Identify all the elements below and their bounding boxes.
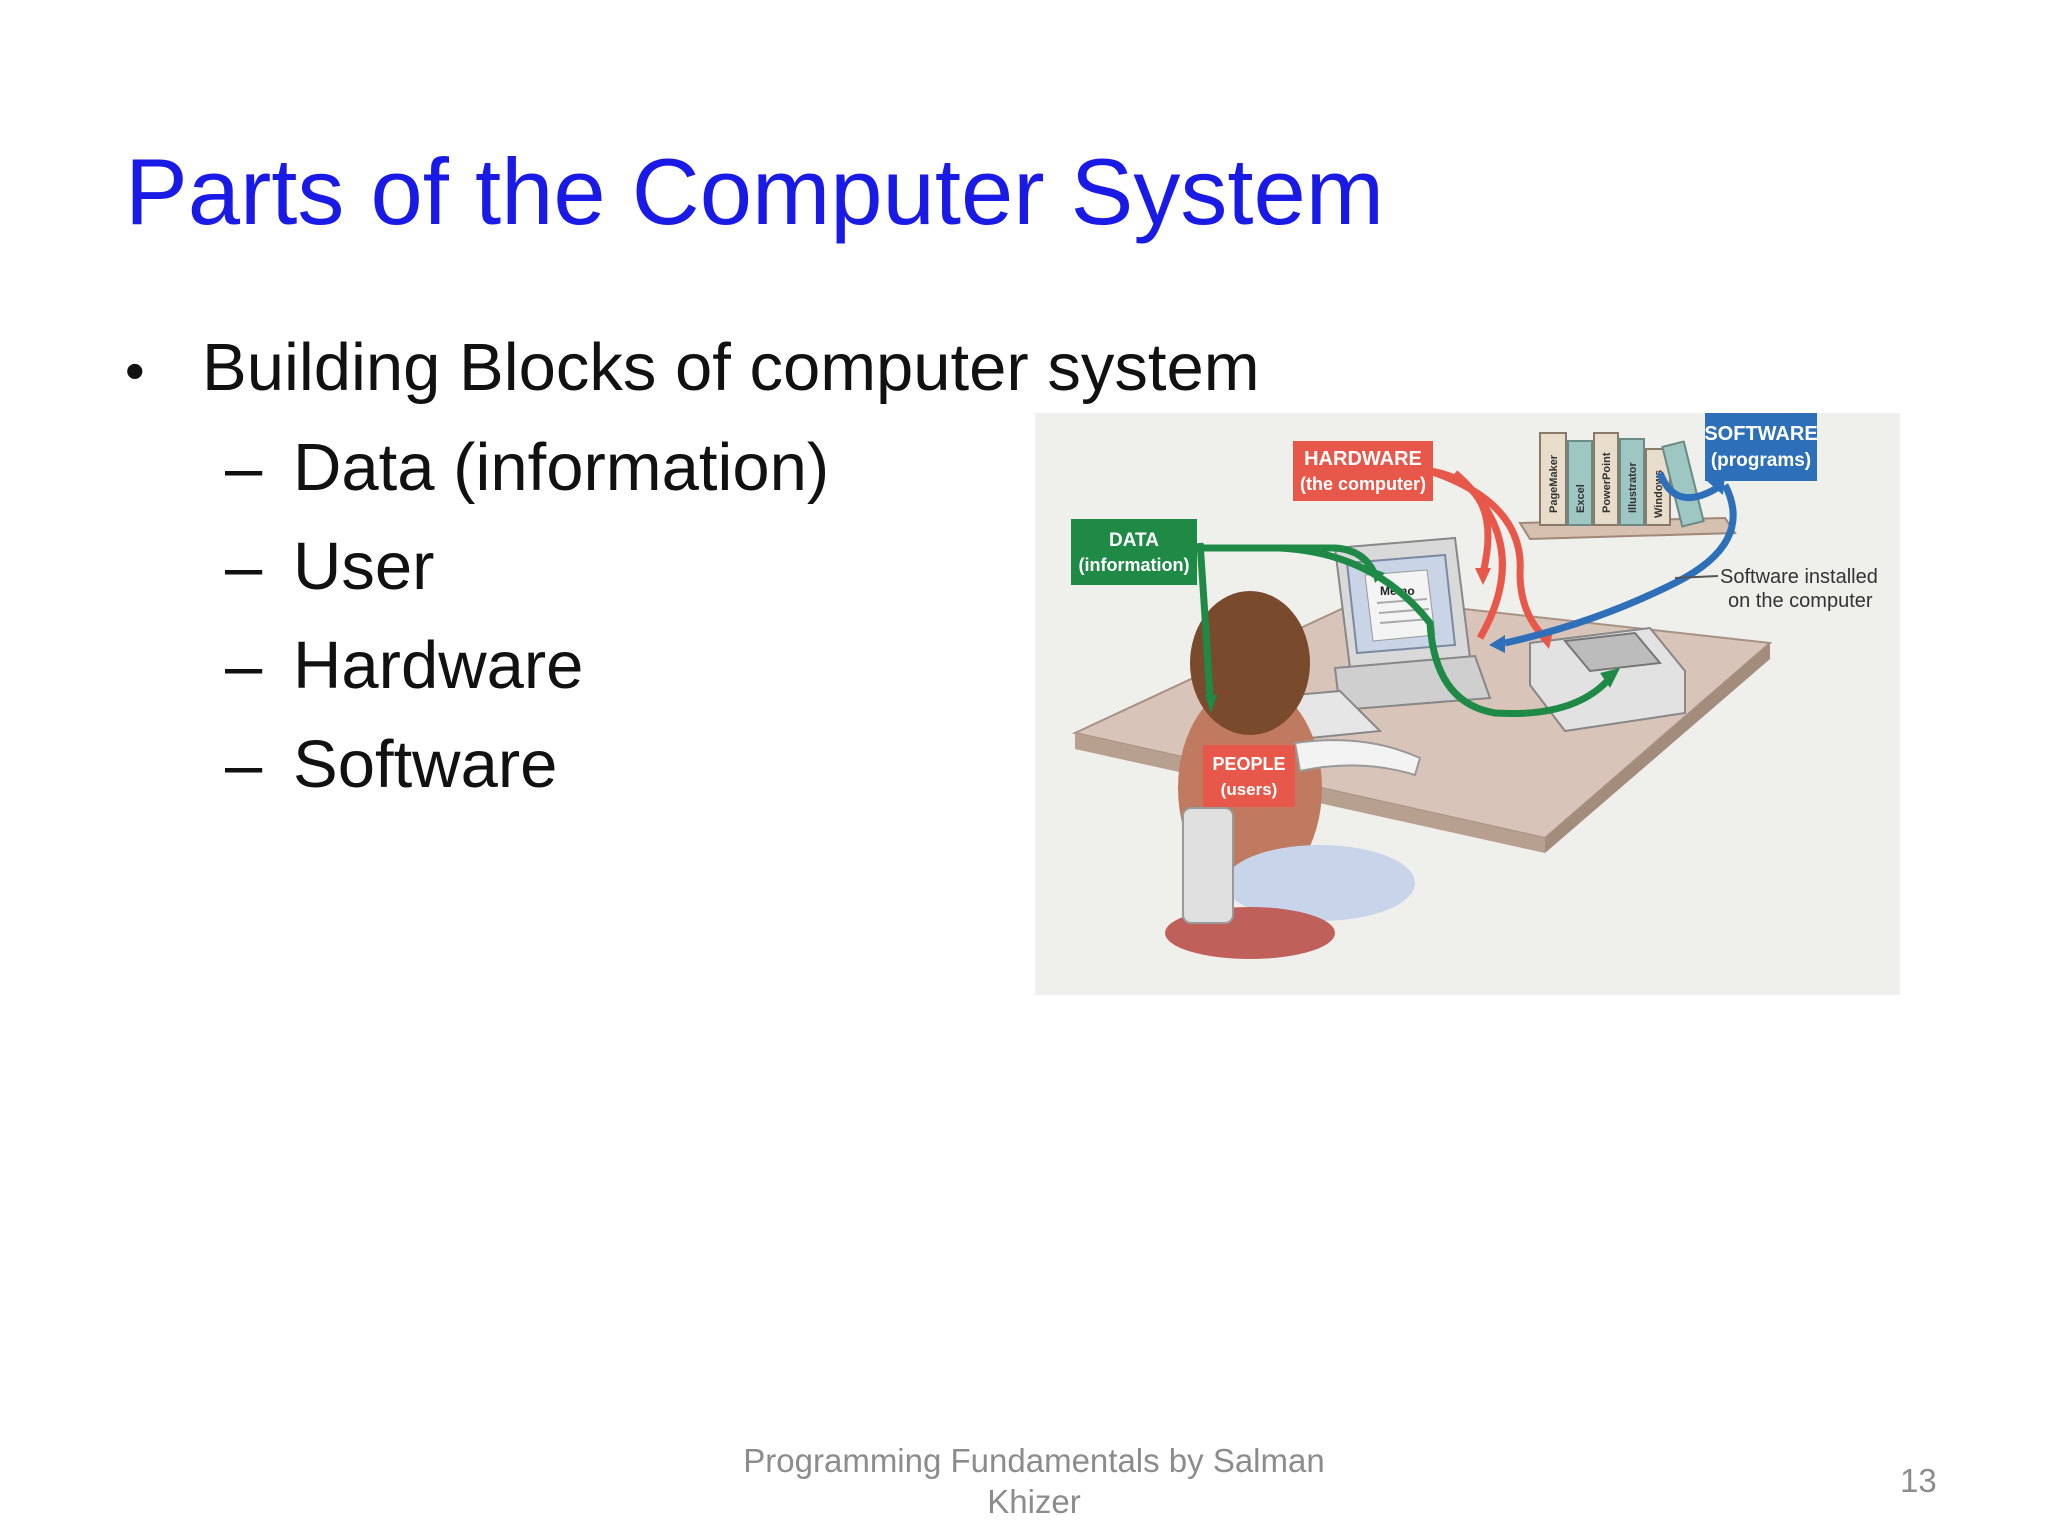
software-sublabel: (programs): [1711, 450, 1811, 471]
sub-bullet-text: User: [293, 529, 435, 604]
arrow-head: [1600, 668, 1620, 688]
sub-bullet-text: Hardware: [293, 628, 584, 703]
dash-mark: –: [225, 529, 263, 604]
hardware-arrow: [1452, 470, 1506, 640]
desk-side: [1545, 643, 1770, 853]
footer-line: Khizer: [987, 1483, 1081, 1520]
software-arrow: [1656, 471, 1719, 501]
hardware-arrows: [1428, 467, 1548, 641]
dash-mark: –: [225, 727, 263, 802]
installed-label: Software installed: [1720, 566, 1878, 588]
software-arrows: [1504, 471, 1737, 647]
data-arrow: [1196, 542, 1214, 699]
person-legs: [1225, 845, 1415, 921]
arrow-head: [1489, 635, 1505, 653]
chair-back: [1182, 807, 1234, 924]
book-icon: [1567, 440, 1593, 526]
book-icon: [1593, 432, 1619, 526]
dash-mark: –: [225, 628, 263, 703]
dash-mark: –: [225, 430, 263, 505]
bullet-text: Building Blocks of computer system: [202, 330, 1260, 405]
people-sublabel: (users): [1221, 780, 1278, 799]
computer-system-illustration: PageMaker Excel PowerPoint Illustrator W…: [1035, 413, 1900, 995]
data-arrow: [1279, 544, 1613, 718]
arrow-head: [1475, 568, 1491, 585]
hardware-label-box: [1293, 441, 1433, 501]
person-hair: [1190, 591, 1310, 735]
book-icon: [1539, 432, 1567, 526]
sub-bullet-list: – Data (information) – User – Hardware –…: [225, 418, 829, 814]
book-title: Illustrator: [1627, 462, 1639, 513]
arrow-head: [1371, 568, 1385, 583]
people-label-box: [1203, 745, 1295, 807]
slide-title: Parts of the Computer System: [125, 139, 1385, 244]
software-label: SOFTWARE: [1704, 423, 1817, 445]
books-group: PageMaker Excel PowerPoint Illustrator W…: [1539, 432, 1705, 528]
hardware-sublabel: (the computer): [1300, 474, 1426, 494]
data-label-box: [1071, 519, 1197, 585]
slide-footer: Programming Fundamentals by Salman Khize…: [700, 1440, 1368, 1522]
book-icon: [1661, 440, 1705, 528]
sub-bullet-hardware: – Hardware: [225, 616, 829, 715]
sub-bullet-user: – User: [225, 517, 829, 616]
sub-bullet-data: – Data (information): [225, 418, 829, 517]
software-arrow: [1504, 483, 1737, 647]
person-arm: [1293, 739, 1422, 777]
book-title: PageMaker: [1548, 454, 1560, 513]
sub-bullet-text: Software: [293, 727, 558, 802]
bullet-list: • Building Blocks of computer system – D…: [125, 318, 1260, 802]
book-icon: [1619, 438, 1645, 526]
sub-bullet-text: Data (information): [293, 430, 830, 505]
page-number: 13: [1900, 1462, 1937, 1499]
arrow-head: [1205, 695, 1217, 713]
data-label: DATA: [1109, 530, 1159, 551]
people-label: PEOPLE: [1212, 754, 1285, 774]
footer-line: Programming Fundamentals by Salman: [743, 1442, 1325, 1479]
sub-bullet-software: – Software: [225, 715, 829, 814]
installed-sublabel: on the computer: [1728, 590, 1873, 612]
illustration-svg: PageMaker Excel PowerPoint Illustrator W…: [1071, 413, 1878, 959]
bullet-item: • Building Blocks of computer system: [125, 318, 1260, 421]
printer-tray: [1563, 631, 1662, 673]
book-title: Excel: [1575, 484, 1587, 513]
book-title: PowerPoint: [1601, 452, 1613, 513]
data-sublabel: (information): [1079, 555, 1190, 575]
hardware-label: HARDWARE: [1304, 448, 1422, 470]
callout-line: [1674, 575, 1719, 579]
bullet-mark: •: [125, 339, 145, 402]
software-label-box: [1705, 413, 1817, 481]
